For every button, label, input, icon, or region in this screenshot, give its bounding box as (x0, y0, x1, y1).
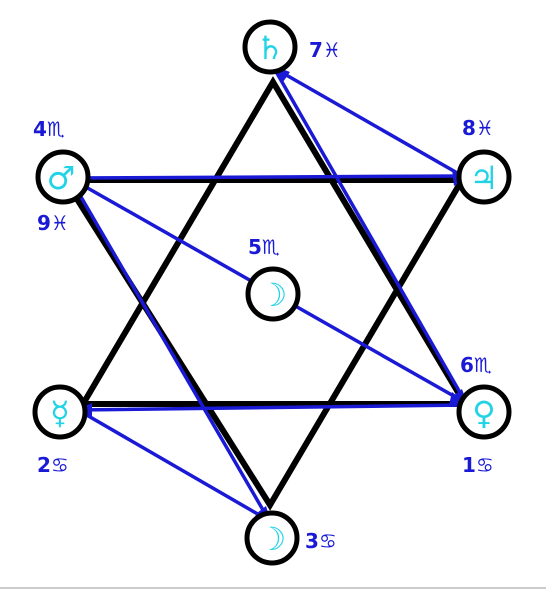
label-saturn: 7♓ (309, 38, 341, 62)
mercury-glyph-icon: ☿ (50, 394, 70, 432)
label-mars-bottom: 9♓ (37, 211, 69, 235)
planet-saturn: ♄ (242, 19, 298, 75)
aspect-line-mars-moon (68, 176, 272, 524)
node-circle (32, 384, 88, 440)
aspect-line-mercury-venus (76, 403, 468, 412)
aspect-line-mars-jupiter (68, 174, 468, 180)
planet-mars: ♂ (35, 149, 91, 205)
venus-glyph-icon: ♀ (472, 394, 495, 432)
node-circle (244, 510, 300, 566)
label-venus-bottom: 1♋ (462, 453, 494, 477)
node-circle (35, 149, 91, 205)
label-mercury: 2♋ (37, 453, 69, 477)
node-circle (245, 266, 301, 322)
planet-moon-bottom: ☽ (244, 510, 300, 566)
node-circle (456, 384, 512, 440)
planet-mercury: ☿ (32, 384, 88, 440)
aspect-line-saturn-jupiter (272, 66, 468, 180)
label-mars-top: 4♏ (33, 117, 65, 141)
jupiter-glyph-icon: ♃ (470, 159, 499, 197)
planet-venus: ♀ (456, 384, 512, 440)
label-jupiter: 8♓ (462, 116, 494, 140)
planet-moon-center: ☽ (245, 266, 301, 322)
label-venus-top: 6♏ (460, 353, 492, 377)
node-circle (456, 149, 512, 205)
mars-glyph-icon: ♂ (47, 159, 76, 197)
position-labels: 7♓ 8♓ 4♏ 9♓ 5♏ 6♏ 1♋ 2♋ 3♋ (33, 38, 494, 553)
moon-glyph-icon: ☽ (258, 520, 287, 558)
upward-triangle (77, 76, 471, 407)
aspect-line-mercury-moon (76, 408, 270, 522)
planet-jupiter: ♃ (456, 149, 512, 205)
planet-nodes: ♄ ♃ ♂ ☽ ☿ ♀ ☽ (32, 19, 512, 566)
node-circle (242, 19, 298, 75)
moon-glyph-icon: ☽ (259, 276, 288, 314)
saturn-glyph-icon: ♄ (256, 29, 285, 67)
label-moon-bottom: 3♋ (305, 529, 337, 553)
label-moon-center: 5♏ (248, 235, 280, 259)
aspect-line-saturn-venus (272, 66, 468, 405)
